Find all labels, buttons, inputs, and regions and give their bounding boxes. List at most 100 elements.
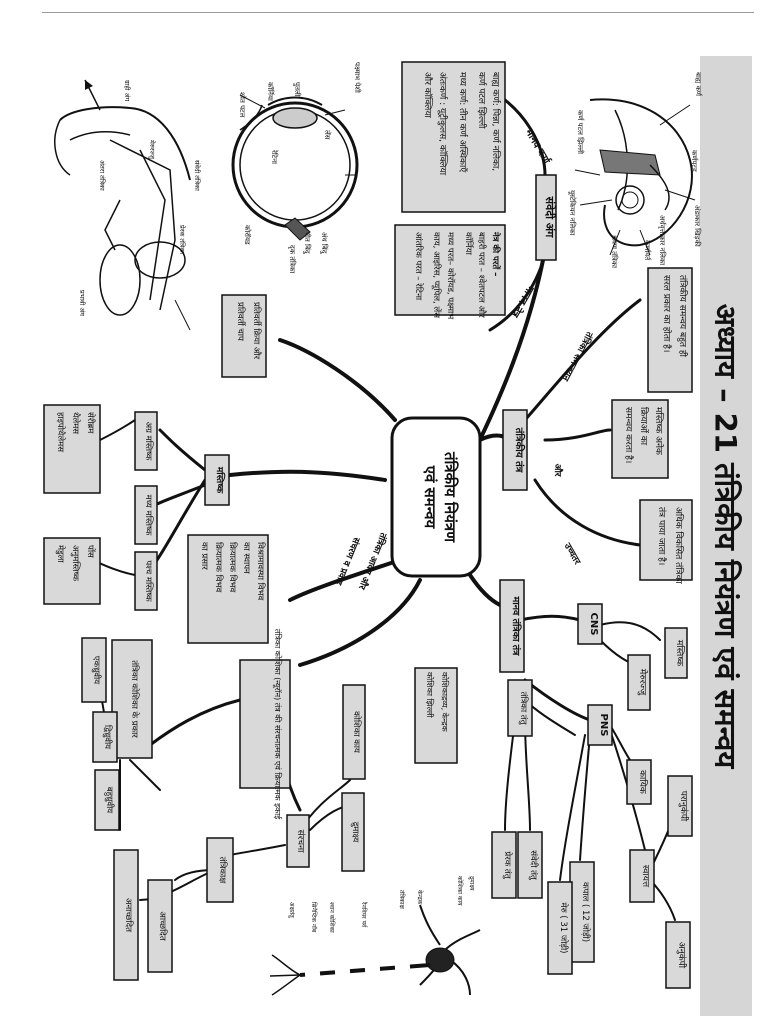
eye-label-10: श्वेत पटल [238,92,247,118]
ear-label-2: कर्णपटह [690,150,699,172]
eye-label-9: कोरॉयड [243,225,252,245]
impulse-item-4: क्रियात्मक विभव [213,542,224,592]
neuron-label-4: तंत्रिकाक्ष [398,890,406,909]
types-node: तंत्रिका कोशिका के प्रकार [129,660,140,738]
function-1-line-2: सरल प्रकार का होता है। [661,275,673,352]
neuron-label-2: कोशिका काय [456,876,464,906]
nerves-node: तंत्रिका तंतु [518,692,529,726]
sensory-node: संवेदी तंतु [528,850,539,881]
myelinated-node: आच्छदित [157,911,168,940]
brain-group: मस्तिष्क अग्र मस्तिष्क मध्य मस्तिष्क पश्… [43,404,230,611]
ear-part-1: बाह्य कर्ण: पिन्ना, कर्ण नलिका, [490,72,502,171]
ear-label-5: कर्णावर्त [643,240,652,261]
function-2-line-2: क्रियाओं का [638,407,650,446]
fore-brain-node: अग्र मस्तिष्क [143,422,154,461]
eye-labels: पक्ष्माभ पेशी पुतली कॉर्निया लेंस रेटिना… [238,62,362,273]
center-title-1: तंत्रिकीय नियंत्रण [441,451,459,543]
eye-label-5: रेटिना [270,150,279,164]
mid-brain-node: मध्य मस्तिष्क [143,495,154,536]
eye-label-7: पीत बिंदु [302,232,312,255]
impulse-item-5: का प्रसार [199,542,209,570]
reflex-arc-diagram [54,79,191,331]
multipolar-node: बहुध्रुवीय [104,787,115,815]
ear-part-3: मध्य कर्ण: तीन कर्ण अस्थिकाएँ [457,72,469,173]
brain-label: मस्तिष्क [214,466,226,494]
nervous-system-group: तंत्रिकीय तंत्र तंत्रिका समन्वयन और उच्च… [502,267,693,585]
ear-label-4: अर्धवृत्ताकार नलिका [658,215,667,265]
neuron-label-6: श्वान कोशिका [328,902,336,933]
neuron-group: तंत्रिका कोशिका (न्यूरॉन) तंत्र की संरचन… [81,629,458,981]
eye-part-5: काय, आइरिस, प्यूपिल, लेंस [431,232,442,318]
dendrites-node: द्रुमाक्ष्य [350,822,360,844]
sense-organs-group: संवेदी अंग मानव कर्ण मानव नेत्र बाह्य कर… [394,61,557,320]
hind-part-1: पोंस [85,545,96,558]
eye-parts-box [394,224,506,316]
center-title-2: एवं समन्वय [421,465,439,530]
reflex-label-5: ग्राही अंग [123,80,131,102]
somatic-node: कायिक [637,770,649,795]
autonomic-node: स्वायत्त [640,865,650,888]
bipolar-node: द्विध्रुवीय [102,725,113,750]
neuron-labels: द्रुमाक्ष्य कोशिका काय केन्द्रक तंत्रिका… [288,876,475,933]
ear-parts-text: बाह्य कर्ण: पिन्ना, कर्ण नलिका, कर्ण पटल… [422,72,502,176]
neuron-label-5: रैनवियर पर्व [360,901,368,928]
reflex-label-2: प्रेरक तंत्रिका [178,225,186,254]
fore-part-3: हाइपोथैलेमस [55,412,66,452]
neuron-label-3: केन्द्रक [416,890,424,905]
eye-part-4: मध्य परत– कोरॉयड, पक्ष्माभ [445,232,456,320]
motor-node: प्रेरक तंतु [502,851,513,879]
reflex-group: प्रतिवर्ती क्रिया और प्रतिवर्ती चाप [221,294,267,378]
impulse-group: तंत्रिका आवेग और संचरण व प्रवाह विश्रामा… [187,530,390,644]
hind-part-3: मेडुला [55,545,66,563]
ear-label-7: यूस्टेकियन नलिका [568,190,577,235]
ear-branch-label: मानव कर्ण [522,126,553,167]
eye-parts-text: नेत्र की परतें – बाहरी परत – श्वेतपटल और… [413,231,501,320]
eye-part-3: कॉर्निया [463,232,474,256]
branch-lines [79,98,681,921]
neuron-label: तंत्रिका कोशिका (न्यूरॉन) तंत्र की संरचन… [272,629,283,820]
ear-labels: बाह्य कर्ण कर्णपटह अंडाकार खिड़की अर्धवृ… [568,72,703,268]
parasympathetic-node: परानुकंपी [678,791,690,822]
spinal-node: मेरुरज्जु [637,669,649,696]
fore-part-1: सेरीब्रम [85,412,96,434]
eye-label-1: पक्ष्माभ पेशी [353,62,362,93]
fore-part-2: थैलेमस [70,412,81,434]
top-rule [42,12,754,13]
hind-part-2: अनुमस्तिष्क [70,545,81,581]
eye-part-2: बाहरी परत – श्वेतपटल और [476,232,487,318]
nervous-system-label: तंत्रिकीय तंत्र [513,427,526,473]
reflex-arc-labels: संवेदी तंत्रिका प्रेरक तंत्रिका मेरुरज्ज… [78,80,201,316]
ear-part-5: और कॉक्लिया [422,72,434,119]
cytoplasm-line-1: कोशिकाद्रव्य, केन्द्रक [440,672,450,733]
functions-branch-label: तंत्रिका समन्वयन [559,329,596,384]
eye-diagram [231,94,359,241]
function-1-line-1: तंत्रिकीय समन्वय बहुत ही [677,275,689,358]
ear-label-1: बाह्य कर्ण [694,72,703,97]
ear-diagram [574,98,696,256]
human-ns-label: मानव तंत्रिका तंत्र [510,596,522,657]
eye-label-8: दृक तंत्रिका [288,245,297,273]
eye-part-1: नेत्र की परतें – [490,231,501,276]
pns-label: PNS [598,714,609,737]
reflex-label-6: प्रभावी अंग [78,290,86,316]
eye-label-4: लेंस [323,130,332,140]
cell-body-node: कोशिका काय [351,711,362,754]
function-2-line-3: समन्वय करता है। [623,407,635,463]
neuron-label-1: द्रुमाक्ष्य [468,876,475,891]
eye-label-6: अंध बिंदु [319,232,329,255]
impulse-item-2: का स्थापन [241,542,251,574]
ear-parts-box [401,61,506,213]
eye-part-6: आंतरिक परत – रेटिना [413,232,424,301]
center-node: तंत्रिकीय नियंत्रण एवं समन्वय [390,416,482,578]
higher-branch-label: उच्चतर [561,541,582,567]
structure-node: संरचना [295,830,306,853]
sense-organs-label: संवेदी अंग [543,196,557,238]
unipolar-node: एकध्रुवीय [91,656,102,685]
impulse-item-1: विश्रामावस्था विभव [255,542,266,601]
ear-part-2: कर्ण पटल झिल्ली [476,72,488,129]
neuron-label-8: अक्षतंतु [288,902,295,919]
ear-part-4: अंतःकर्ण : यूट्रीकुलस, कॉक्लिया [437,72,449,176]
hind-brain-node: पश्च मस्तिष्क [143,560,154,602]
brain-node: मस्तिष्क [674,640,686,667]
